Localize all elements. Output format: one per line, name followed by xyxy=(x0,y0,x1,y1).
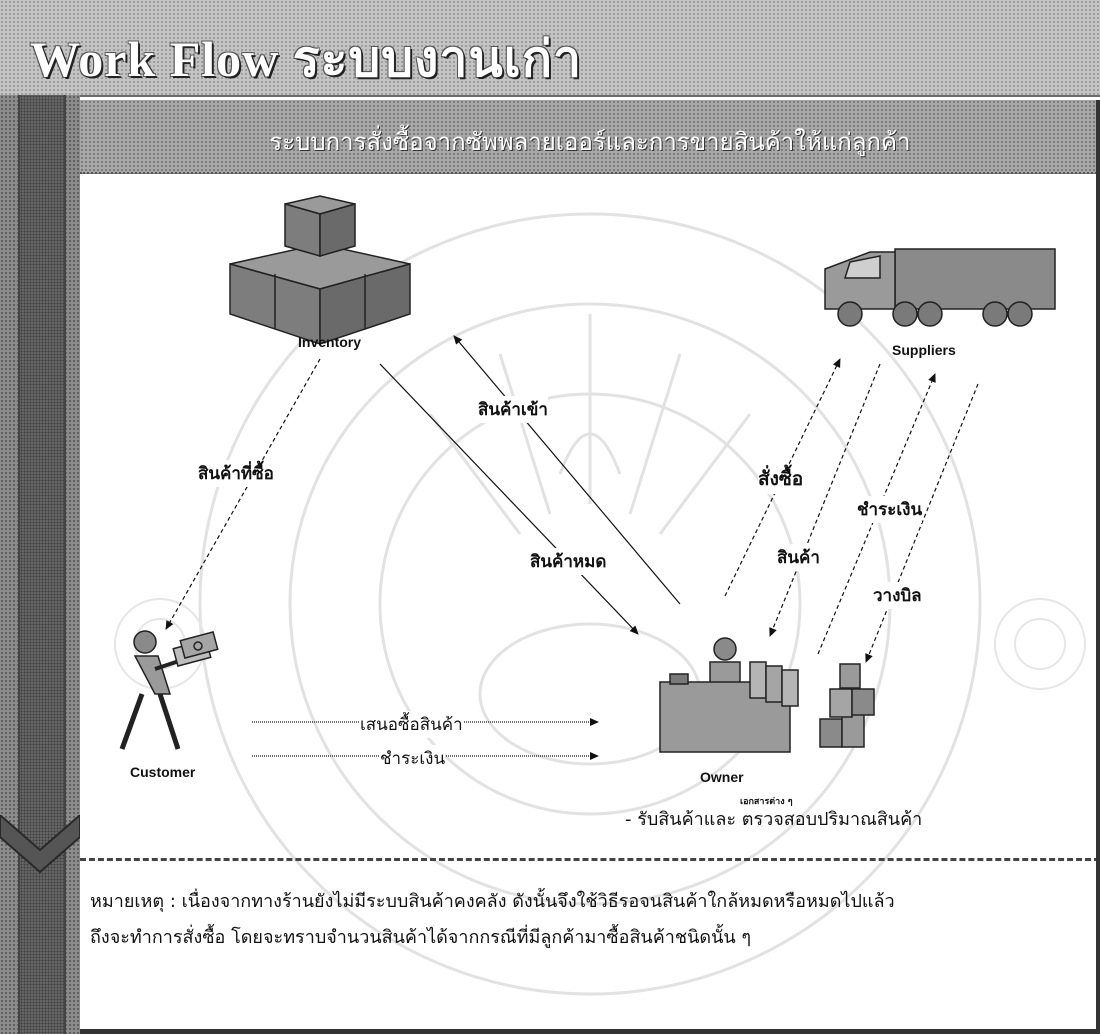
subtitle: ระบบการสั่งซื้อจากซัพพลายเออร์และการขายส… xyxy=(269,128,911,156)
chevron-down-icon xyxy=(0,815,80,874)
edge-label-order: สั่งซื้อ xyxy=(758,464,804,494)
title-bar: Work Flow ระบบงานเก่า xyxy=(0,0,1100,97)
note-separator xyxy=(80,858,1100,861)
note: หมายเหตุ : เนื่องจากทางร้านยังไม่มีระบบส… xyxy=(90,884,1090,956)
note-line-2: ถึงจะทำการสั่งซื้อ โดยจะทราบจำนวนสินค้าไ… xyxy=(90,927,752,948)
edge-label-invoice: วางบิล xyxy=(873,582,922,609)
edge-label-payment-customer: ชำระเงิน xyxy=(380,745,446,772)
edge-label-goods: สินค้า xyxy=(777,544,820,571)
flow-diagram xyxy=(119,195,1056,760)
inventory-icon xyxy=(229,195,411,346)
edge-label-purchase-offer: เสนอซื้อสินค้า xyxy=(360,711,463,738)
owner-label: Owner xyxy=(700,769,744,785)
subtitle-band: ระบบการสั่งซื้อจากซัพพลายเออร์และการขายส… xyxy=(80,100,1100,174)
diagram-area: Inventory Suppliers Customer Owner เอกสา… xyxy=(80,174,1100,1034)
right-border xyxy=(1096,100,1100,1034)
truck-icon xyxy=(824,248,1056,327)
page-title: Work Flow ระบบงานเก่า xyxy=(30,31,583,87)
customer-label: Customer xyxy=(130,764,196,780)
suppliers-label: Suppliers xyxy=(892,342,956,358)
edge-label-payment-supplier: ชำระเงิน xyxy=(857,496,923,523)
edge-label-out-of-stock: สินค้าหมด xyxy=(530,548,607,575)
customer-icon xyxy=(119,630,219,750)
edge-label-purchased-goods: สินค้าที่ซื้อ xyxy=(198,460,274,487)
left-rail-inner xyxy=(18,95,66,1034)
seal-watermark xyxy=(114,212,1086,996)
inventory-label: Inventory xyxy=(298,334,362,350)
bottom-border xyxy=(80,1029,1100,1034)
documents-label: เอกสารต่าง ๆ xyxy=(740,797,793,807)
edge-label-goods-in: สินค้าเข้า xyxy=(478,396,548,423)
owner-icon xyxy=(659,637,875,753)
owner-task: - รับสินค้าและ ตรวจสอบปริมาณสินค้า xyxy=(625,809,923,830)
note-line-1: หมายเหตุ : เนื่องจากทางร้านยังไม่มีระบบส… xyxy=(90,891,895,912)
